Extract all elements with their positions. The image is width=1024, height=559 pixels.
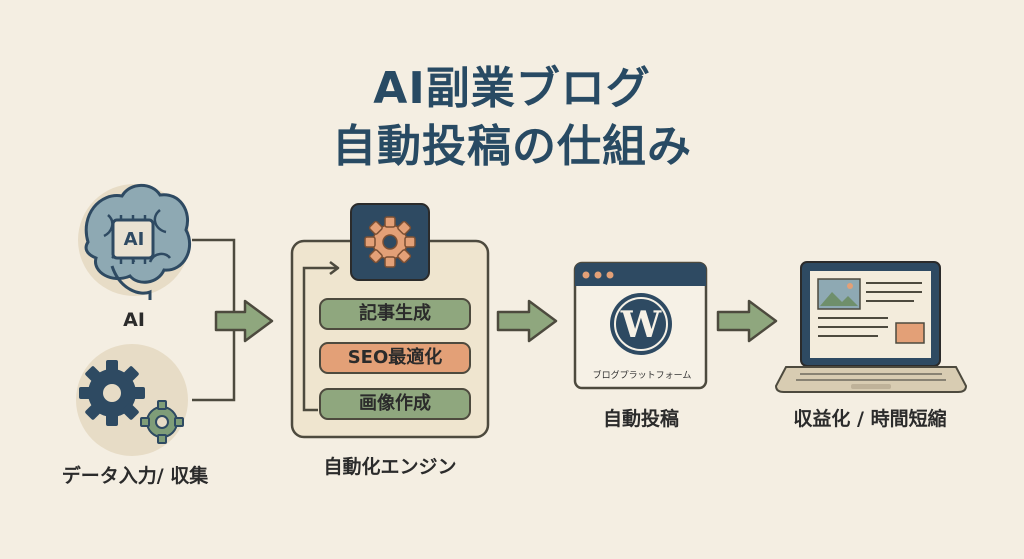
platform-caption: ブログプラットフォーム bbox=[592, 371, 692, 381]
arrow-to-engine bbox=[214, 299, 274, 343]
ai-label: AI bbox=[123, 309, 145, 331]
wordpress-letter: W bbox=[620, 304, 662, 346]
step-seo-optimization: SEO最適化 bbox=[319, 342, 471, 374]
ai-brain-icon bbox=[78, 183, 192, 300]
engine-label: 自動化エンジン bbox=[323, 456, 457, 478]
page-title-line-2: 自動投稿の仕組み bbox=[332, 121, 692, 172]
result-label: 収益化 / 時間短縮 bbox=[793, 408, 947, 430]
arrow-to-result bbox=[716, 299, 778, 343]
loop-arrow-icon bbox=[302, 261, 340, 412]
data-input-label: データ入力/ 収集 bbox=[61, 465, 209, 487]
posting-label: 自動投稿 bbox=[602, 408, 679, 430]
engine-gear-icon bbox=[350, 203, 430, 281]
wordpress-logo-icon: W bbox=[610, 293, 672, 355]
step-image-creation: 画像作成 bbox=[319, 388, 471, 420]
ai-badge-label: AI bbox=[123, 229, 145, 250]
arrow-to-posting bbox=[496, 299, 558, 343]
page-title-line-1: AI副業ブログ bbox=[373, 63, 651, 114]
step-article-generation: 記事生成 bbox=[319, 298, 471, 330]
gears-icon bbox=[76, 344, 188, 456]
laptop-icon bbox=[774, 261, 968, 393]
